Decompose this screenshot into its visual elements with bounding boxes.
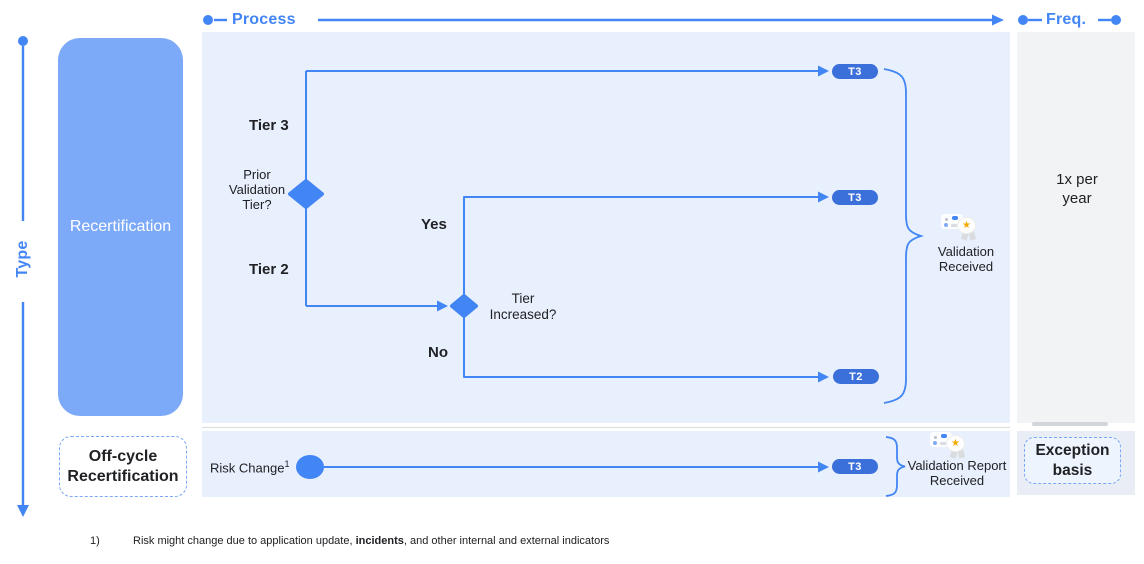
yes-branch-label: Yes (421, 216, 447, 233)
star-icon: ★ (962, 219, 971, 231)
lane-divider (202, 427, 1010, 428)
process-axis-label: Process (232, 11, 296, 28)
panel-footer-bar (1032, 422, 1108, 426)
off-cycle-lane-panel (202, 431, 1010, 497)
process-axis (203, 14, 1004, 26)
footnote-prefix: Risk might change due to application upd… (133, 535, 356, 547)
tier2-branch-label: Tier 2 (249, 261, 289, 278)
tier3-branch-label: Tier 3 (249, 117, 289, 134)
footnote-text: Risk might change due to application upd… (133, 535, 609, 547)
footnote-number: 1) (90, 535, 100, 547)
award-medal-icon: ★ (930, 430, 970, 460)
tier-increased-question: Tier Increased? (489, 291, 557, 322)
award-medal-icon: ★ (941, 212, 981, 242)
risk-change-footnote-ref: 1 (284, 459, 290, 469)
outcome-pill-t3-offcycle: T3 (832, 459, 878, 474)
validation-report-received-label: Validation Report Received (907, 458, 1007, 488)
annual-frequency-label: 1x per year (1056, 171, 1098, 207)
outcome-pill-t3-top: T3 (832, 64, 878, 79)
prior-validation-tier-question: Prior Validation Tier? (228, 167, 286, 212)
footnote-suffix: , and other internal and external indica… (403, 535, 610, 547)
outcome-pill-t2-no: T2 (833, 369, 879, 384)
exception-basis-label: Exception basis (1035, 441, 1110, 479)
star-icon: ★ (951, 437, 960, 449)
no-branch-label: No (428, 344, 448, 361)
risk-change-label: Risk Change1 (210, 459, 289, 475)
footnote-bold-word: incidents (355, 535, 404, 547)
outcome-pill-t3-yes: T3 (832, 190, 878, 205)
exception-basis-box: Exception basis (1024, 437, 1121, 484)
frequency-lane-panel (1017, 32, 1135, 423)
process-lane-panel (202, 32, 1010, 423)
freq-axis-label: Freq. (1046, 11, 1087, 28)
validation-received-label: Validation Received (937, 244, 995, 274)
off-cycle-lane-box: Off-cycle Recertification (59, 436, 187, 497)
risk-change-text: Risk Change (210, 460, 285, 476)
recertification-label: Recertification (69, 218, 172, 235)
recertification-lane-box: Recertification (58, 38, 183, 416)
off-cycle-label: Off-cycle Recertification (67, 447, 179, 485)
type-axis-label: Type (14, 240, 31, 278)
